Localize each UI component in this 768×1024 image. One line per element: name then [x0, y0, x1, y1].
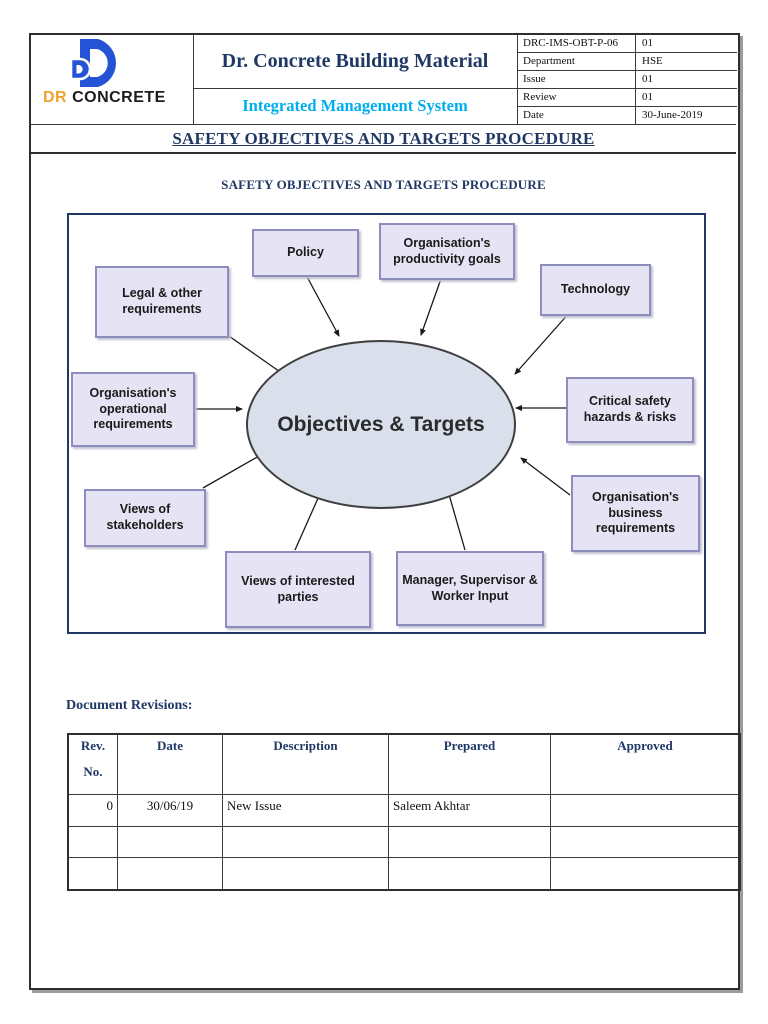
brand-name: DR CONCRETE	[43, 89, 193, 107]
col-approved: Approved	[550, 733, 741, 795]
node-interested-parties: Views of interested parties	[225, 551, 371, 628]
meta-issue-label: Issue	[518, 71, 636, 88]
meta-row-code: DRC-IMS-OBT-P-06 01	[518, 35, 737, 53]
rev-description-cell	[222, 856, 389, 891]
col-rev-no: Rev. No.	[67, 733, 118, 795]
meta-row-department: Department HSE	[518, 53, 737, 71]
meta-department-value: HSE	[642, 55, 663, 67]
document-header: DR CONCRETE Dr. Concrete Building Materi…	[31, 35, 737, 154]
meta-review-label: Review	[518, 89, 636, 106]
node-stakeholders-label: Views of stakeholders	[106, 502, 184, 532]
company-title-cell: Dr. Concrete Building Material	[193, 35, 517, 89]
col-rev-line1: Rev.	[80, 738, 106, 753]
objectives-targets-ellipse: Objectives & Targets	[246, 340, 516, 509]
revisions-heading: Document Revisions:	[66, 698, 193, 713]
col-prepared: Prepared	[388, 733, 551, 795]
rev-approved-cell	[550, 793, 741, 827]
node-productivity-goals: Organisation's productivity goals	[379, 223, 515, 280]
meta-row-issue: Issue 01	[518, 71, 737, 89]
objectives-targets-label: Objectives & Targets	[277, 412, 485, 436]
col-description: Description	[222, 733, 389, 795]
node-policy-label: Policy	[287, 245, 324, 260]
brand-dr: DR	[43, 89, 68, 106]
rev-date-cell	[117, 825, 223, 858]
node-policy: Policy	[252, 229, 359, 277]
meta-department-label: Department	[518, 53, 636, 70]
node-technology: Technology	[540, 264, 651, 316]
dr-concrete-logo-icon	[69, 39, 116, 87]
system-title-cell: Integrated Management System	[193, 88, 517, 124]
node-productivity-goals-label: Organisation's productivity goals	[393, 235, 501, 266]
node-manager-input: Manager, Supervisor & Worker Input	[396, 551, 544, 626]
rev-date-cell: 30/06/19	[117, 793, 223, 827]
col-date: Date	[117, 733, 223, 795]
revisions-table: Rev. No. Date Description Prepared Appro…	[67, 733, 741, 891]
section-title: SAFETY OBJECTIVES AND TARGETS PROCEDURE	[221, 177, 546, 192]
logo-cell: DR CONCRETE	[31, 35, 194, 124]
rev-date-cell	[117, 856, 223, 891]
meta-row-review: Review 01	[518, 89, 737, 107]
rev-prepared-cell	[388, 825, 551, 858]
meta-doc-code: DRC-IMS-OBT-P-06	[518, 35, 636, 52]
node-manager-input-label: Manager, Supervisor & Worker Input	[402, 572, 538, 603]
node-business-requirements: Organisation's business requirements	[571, 475, 700, 552]
system-name: Integrated Management System	[242, 96, 468, 115]
meta-review-value: 01	[642, 91, 653, 103]
procedure-title-row: SAFETY OBJECTIVES AND TARGETS PROCEDURE	[31, 124, 736, 154]
company-name: Dr. Concrete Building Material	[221, 50, 489, 72]
meta-row-date: Date 30-June-2019	[518, 107, 737, 124]
brand-concrete: CONCRETE	[72, 89, 166, 106]
rev-no-cell	[67, 825, 118, 858]
node-interested-parties-label: Views of interested parties	[241, 573, 355, 604]
node-operational-requirements: Organisation's operational requirements	[71, 372, 195, 447]
revision-row-0: 0 30/06/19 New Issue Saleem Akhtar	[67, 793, 741, 827]
revisions-header-row: Rev. No. Date Description Prepared Appro…	[67, 733, 741, 795]
rev-prepared-cell: Saleem Akhtar	[388, 793, 551, 827]
rev-description-cell	[222, 825, 389, 858]
node-legal-requirements-label: Legal & other requirements	[122, 286, 202, 316]
node-legal-requirements: Legal & other requirements	[95, 266, 229, 338]
node-technology-label: Technology	[560, 282, 631, 297]
node-critical-safety-label: Critical safety hazards & risks	[583, 394, 677, 424]
node-stakeholders: Views of stakeholders	[84, 489, 206, 547]
procedure-title: SAFETY OBJECTIVES AND TARGETS PROCEDURE	[172, 128, 595, 148]
node-operational-requirements-label: Organisation's operational requirements	[89, 386, 177, 432]
col-rev-line2: No.	[83, 764, 103, 779]
node-critical-safety: Critical safety hazards & risks	[566, 377, 694, 443]
meta-doc-code-value: 01	[642, 37, 653, 49]
rev-description-cell: New Issue	[222, 793, 389, 827]
meta-date-label: Date	[518, 107, 636, 124]
objectives-diagram: Objectives & Targets Policy Organisation…	[67, 213, 706, 634]
rev-approved-cell	[550, 856, 741, 891]
meta-date-value: 30-June-2019	[642, 109, 703, 121]
meta-issue-value: 01	[642, 73, 653, 85]
revision-row-1	[67, 825, 741, 858]
rev-no-cell	[67, 856, 118, 891]
revision-row-2	[67, 856, 741, 891]
document-meta-table: DRC-IMS-OBT-P-06 01 Department HSE Issue…	[517, 35, 737, 124]
rev-no-cell: 0	[67, 793, 118, 827]
node-business-requirements-label: Organisation's business requirements	[591, 490, 680, 536]
rev-approved-cell	[550, 825, 741, 858]
rev-prepared-cell	[388, 856, 551, 891]
